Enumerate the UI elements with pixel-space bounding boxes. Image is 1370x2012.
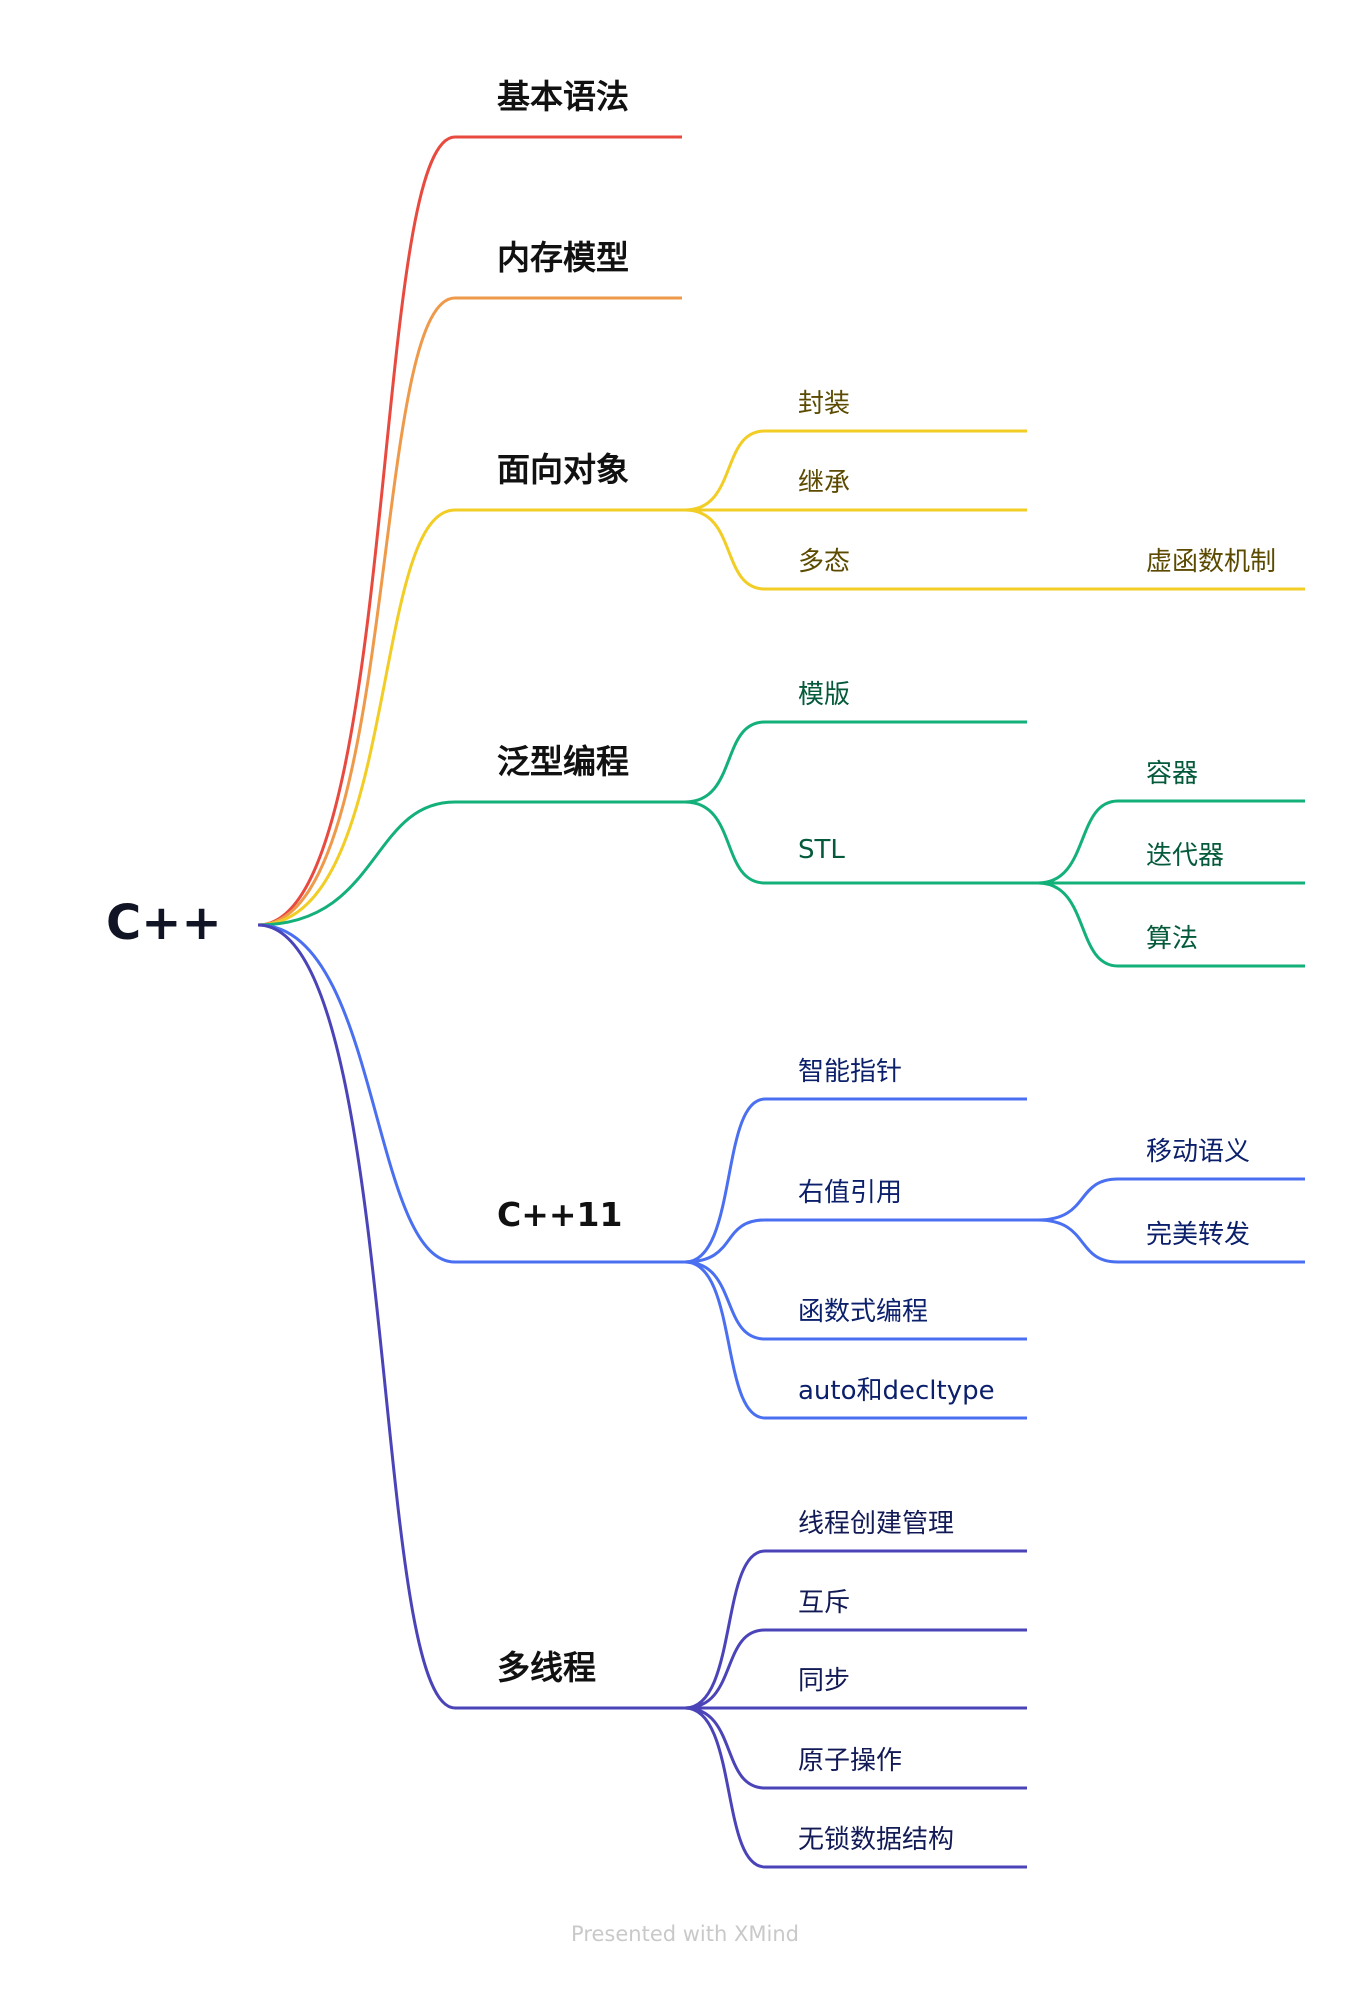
subtopic-template[interactable]: 模版 — [798, 680, 851, 710]
subtopic-auto-decltype[interactable]: auto和decltype — [798, 1376, 995, 1406]
connector-auto — [684, 1260, 1027, 1420]
connector-forward — [1037, 1218, 1305, 1264]
connector-encapsulation — [684, 429, 1027, 512]
connector-basic — [257, 135, 682, 927]
root-topic[interactable]: C++ — [106, 895, 222, 951]
topic-generic-programming[interactable]: 泛型编程 — [497, 742, 629, 781]
subtopic-lock-free-data-structures[interactable]: 无锁数据结构 — [798, 1825, 955, 1855]
connector-thread — [257, 923, 685, 1710]
subtopic-mutex[interactable]: 互斥 — [798, 1588, 851, 1618]
connector-functional — [684, 1260, 1027, 1341]
subtopic-polymorphism[interactable]: 多态 — [798, 547, 851, 577]
connector-atomic — [684, 1706, 1027, 1790]
topic-oop[interactable]: 面向对象 — [497, 450, 629, 489]
connector-smart-pointer — [684, 1097, 1027, 1264]
footer-credit: Presented with XMind — [571, 1922, 799, 1946]
subtopic-thread-management[interactable]: 线程创建管理 — [798, 1509, 955, 1539]
subtopic-functional-programming[interactable]: 函数式编程 — [798, 1297, 929, 1327]
connector-oop — [257, 508, 685, 927]
topic-memory-model[interactable]: 内存模型 — [497, 238, 629, 277]
subtopic-inheritance[interactable]: 继承 — [798, 468, 851, 498]
connector-container — [1037, 799, 1305, 885]
subtopic-rvalue-reference[interactable]: 右值引用 — [798, 1178, 903, 1208]
connector-generic — [257, 800, 685, 927]
connector-template — [684, 720, 1027, 804]
subtopic-encapsulation[interactable]: 封装 — [798, 389, 851, 419]
connector-mutex — [684, 1628, 1027, 1710]
subtopic-move-semantics[interactable]: 移动语义 — [1146, 1137, 1251, 1167]
topic-basic-syntax[interactable]: 基本语法 — [497, 77, 629, 116]
subtopic-iterator[interactable]: 迭代器 — [1146, 841, 1225, 871]
connector-memory — [257, 296, 682, 927]
subtopic-atomic-operations[interactable]: 原子操作 — [798, 1746, 903, 1776]
subtopic-synchronization[interactable]: 同步 — [798, 1666, 851, 1696]
connector-stl — [684, 800, 1038, 885]
connector-lockfree — [684, 1706, 1027, 1869]
subtopic-container[interactable]: 容器 — [1146, 759, 1199, 789]
topic-cpp11[interactable]: C++11 — [497, 1195, 623, 1234]
connector-rvalue — [684, 1218, 1038, 1264]
connector-polymorphism — [684, 508, 1305, 591]
connector-algorithm — [1037, 881, 1305, 968]
subtopic-algorithm[interactable]: 算法 — [1146, 924, 1199, 954]
subtopic-smart-pointer[interactable]: 智能指针 — [798, 1057, 903, 1087]
connector-cpp11 — [257, 923, 685, 1264]
subtopic-virtual-function[interactable]: 虚函数机制 — [1146, 547, 1277, 577]
subtopic-stl[interactable]: STL — [798, 835, 845, 865]
connector-thread-create — [684, 1549, 1027, 1710]
topic-multithreading[interactable]: 多线程 — [497, 1648, 596, 1687]
connector-move — [1037, 1177, 1305, 1222]
subtopic-perfect-forwarding[interactable]: 完美转发 — [1146, 1220, 1251, 1250]
